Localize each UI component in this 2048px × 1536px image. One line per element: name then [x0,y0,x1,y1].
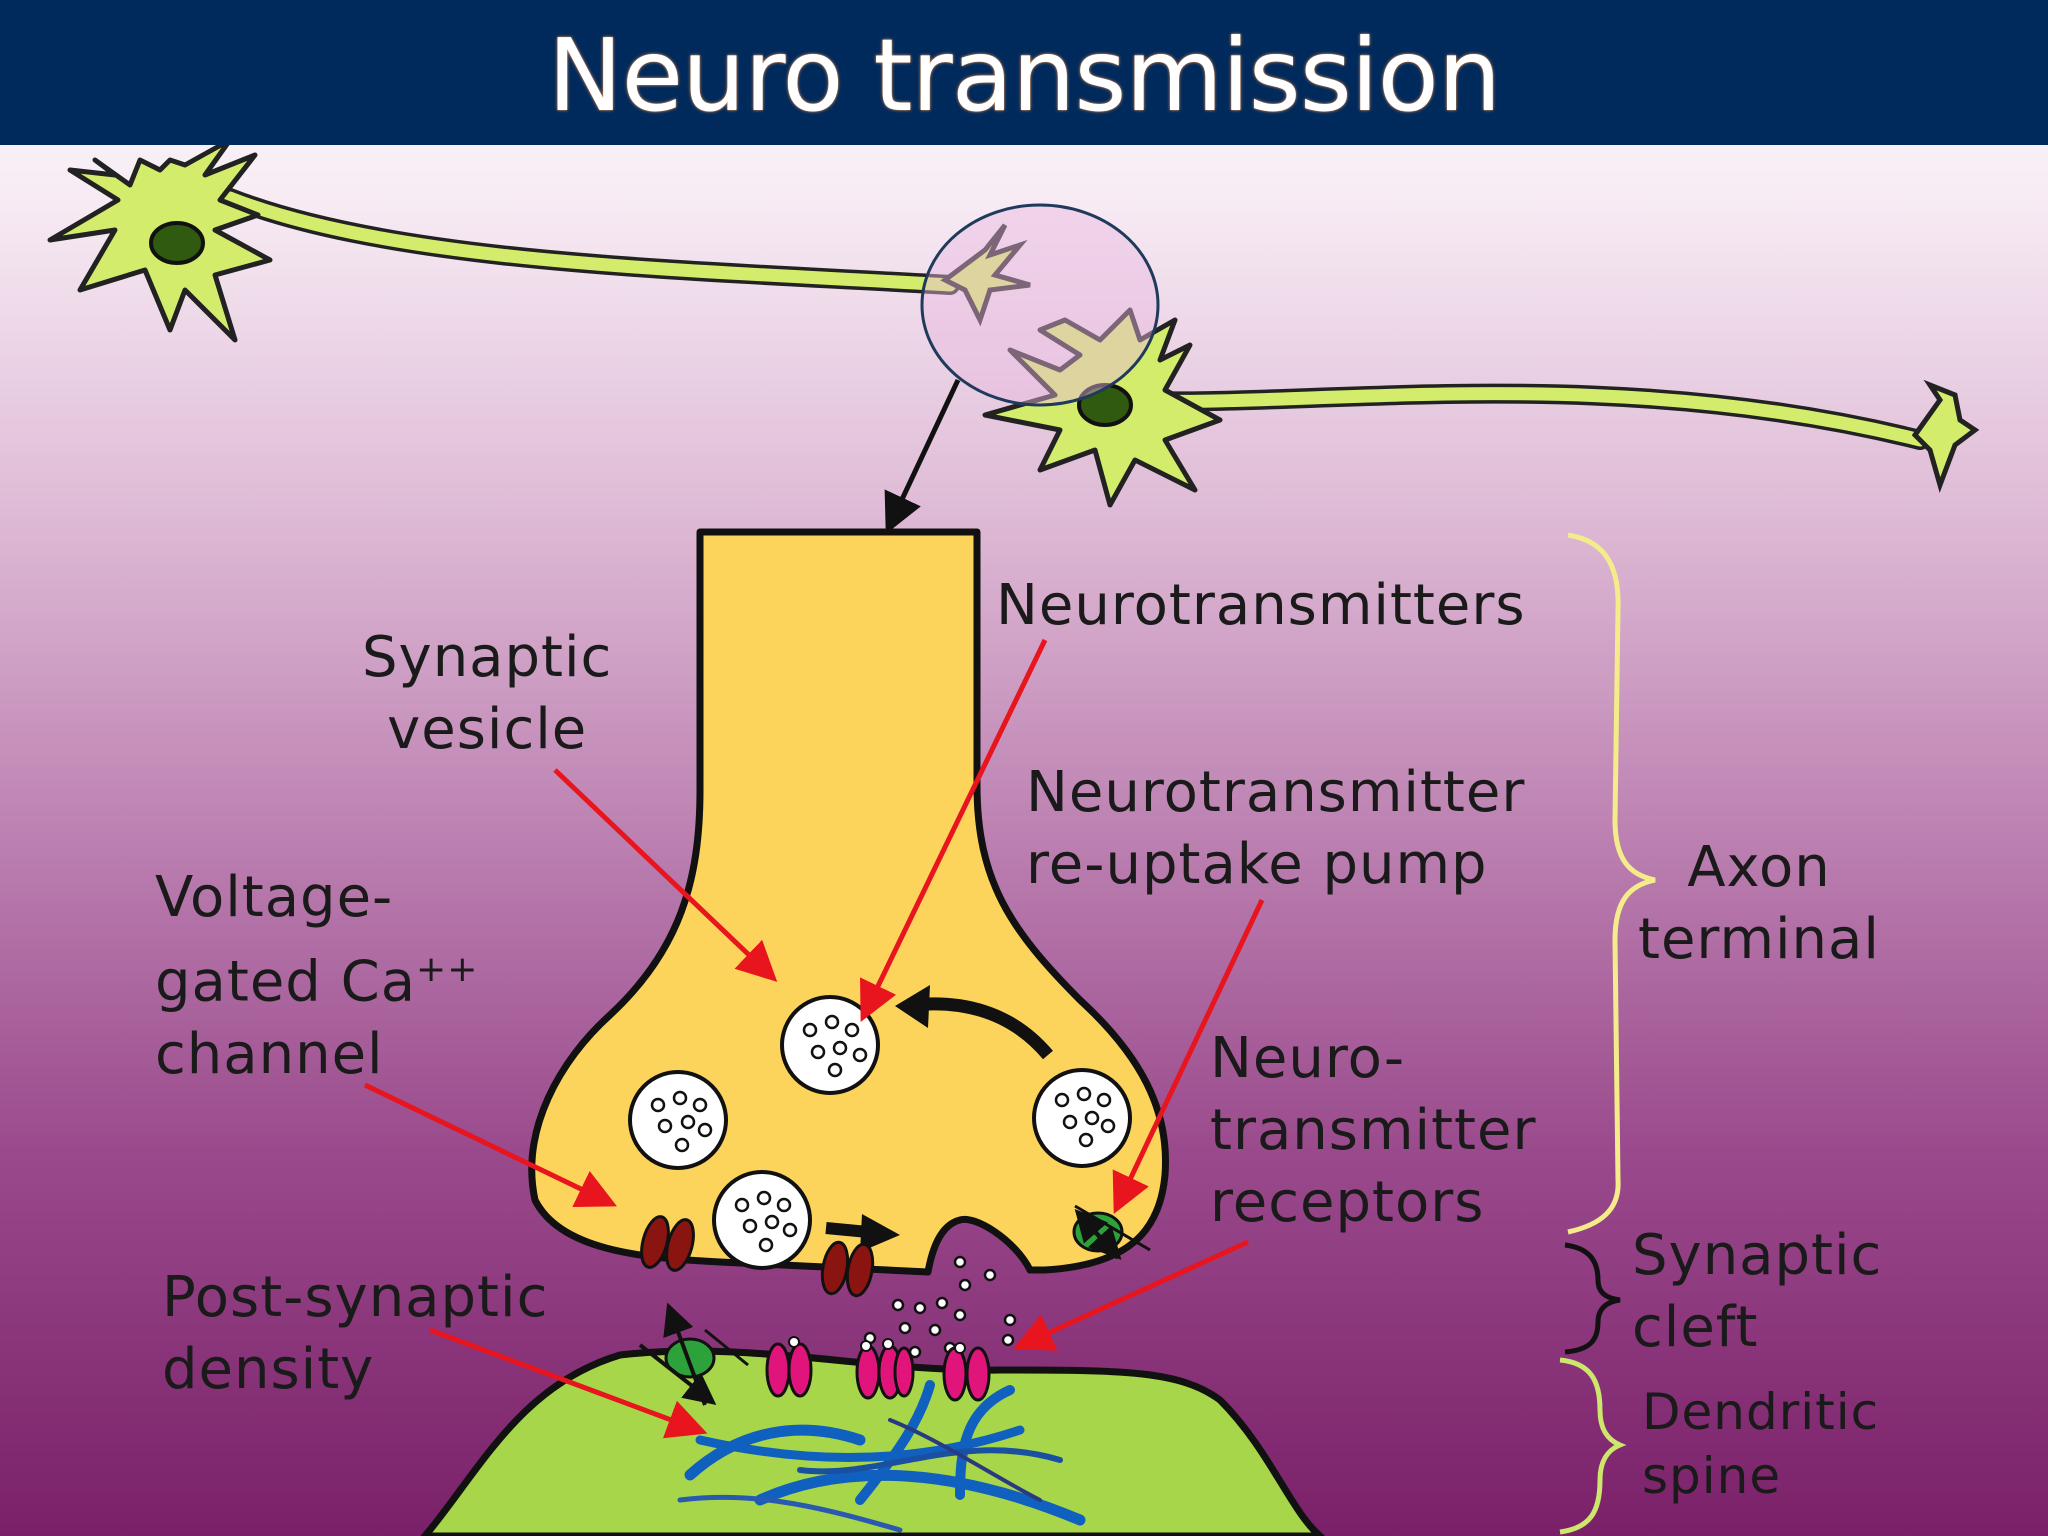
brace-dendritic-spine [1559,1357,1627,1535]
brace-synaptic-cleft [1564,1242,1621,1355]
neuron-2 [982,307,1980,508]
synaptic-vesicles [628,995,1132,1270]
zoom-circle [920,203,1160,407]
ca-superscript: ++ [416,949,479,990]
neuron-1 [47,137,1031,343]
label-post-synaptic-density: Post-synaptic density [162,1265,549,1402]
label-reuptake-pump: Neurotransmitter re-uptake pump [1026,760,1526,897]
vesicle-contents [650,1014,1116,1253]
label-voltage-gated-channel: Voltage- gated Ca++ channel [155,865,479,1087]
label-neurotransmitters: Neurotransmitters [996,573,1526,638]
brace-axon-terminal [1567,532,1656,1235]
calcium-channels [640,1215,875,1298]
reuptake-pumps [638,1204,1151,1406]
slide-title: Neuro transmission [547,17,1501,134]
release-arrow [825,1222,869,1238]
title-bar [0,0,2048,145]
post-synaptic-filaments [677,1380,1086,1533]
label-synaptic-cleft: Synaptic cleft [1632,1223,1883,1360]
vesicle [780,995,880,1095]
vesicle [628,1070,728,1170]
label-dendritic-spine: Dendritic spine [1642,1383,1880,1505]
neurotransmitter-receptors [765,1342,991,1402]
vesicle [1032,1068,1132,1168]
vesicle [712,1170,812,1270]
callout-arrows [363,638,1265,1439]
label-axon-terminal: Axon terminal [1638,835,1880,972]
label-synaptic-vesicle: Synaptic vesicle [362,625,613,762]
label-neurotransmitter-receptors: Neuro- transmitter receptors [1210,1026,1537,1235]
